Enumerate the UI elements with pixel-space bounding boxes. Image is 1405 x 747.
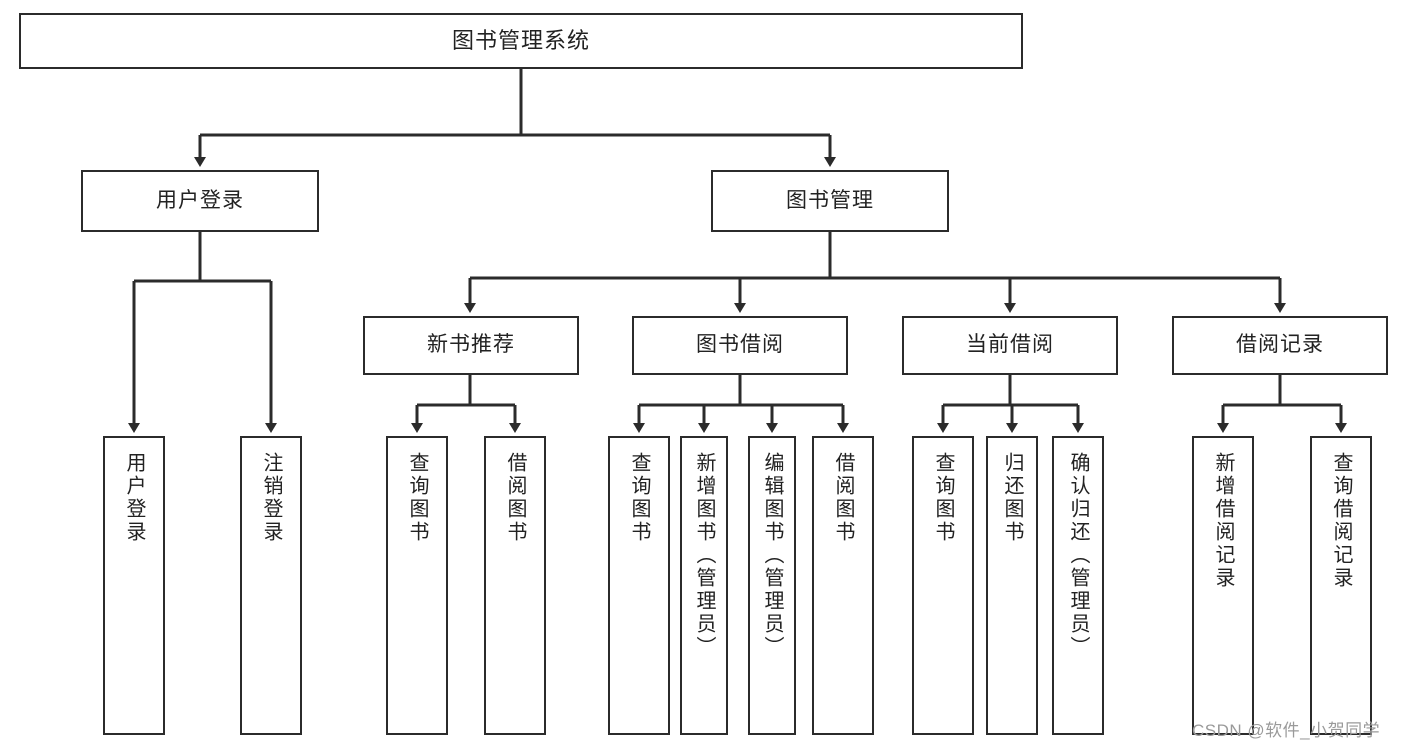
node-leaf-query-borrow-record-label: 查询借阅记录 bbox=[1330, 452, 1352, 590]
node-new-book-recommend-label: 新书推荐 bbox=[427, 333, 515, 357]
node-leaf-edit-book-label: 编辑图书（管理员） bbox=[761, 452, 783, 659]
node-leaf-query-book-current-label: 查询图书 bbox=[932, 452, 954, 544]
node-current-borrow[interactable]: 当前借阅 bbox=[902, 316, 1118, 375]
node-leaf-query-book-borrow[interactable]: 查询图书 bbox=[608, 436, 670, 735]
node-leaf-query-book-borrow-label: 查询图书 bbox=[628, 452, 650, 544]
node-book-management[interactable]: 图书管理 bbox=[711, 170, 949, 232]
node-book-management-label: 图书管理 bbox=[786, 188, 874, 212]
node-leaf-confirm-return[interactable]: 确认归还（管理员） bbox=[1052, 436, 1104, 735]
node-leaf-add-book[interactable]: 新增图书（管理员） bbox=[680, 436, 728, 735]
node-user-login[interactable]: 用户登录 bbox=[81, 170, 319, 232]
node-root[interactable]: 图书管理系统 bbox=[19, 13, 1023, 69]
node-borrow-record-label: 借阅记录 bbox=[1236, 333, 1324, 357]
node-leaf-borrow-book-recommend-label: 借阅图书 bbox=[504, 452, 526, 544]
node-leaf-query-borrow-record[interactable]: 查询借阅记录 bbox=[1310, 436, 1372, 735]
node-book-borrow-label: 图书借阅 bbox=[696, 333, 784, 357]
node-leaf-confirm-return-label: 确认归还（管理员） bbox=[1067, 452, 1089, 659]
node-leaf-query-book-recommend[interactable]: 查询图书 bbox=[386, 436, 448, 735]
node-leaf-add-borrow-record[interactable]: 新增借阅记录 bbox=[1192, 436, 1254, 735]
watermark: CSDN @软件_小贺同学 bbox=[1192, 721, 1381, 740]
node-leaf-edit-book[interactable]: 编辑图书（管理员） bbox=[748, 436, 796, 735]
node-leaf-add-borrow-record-label: 新增借阅记录 bbox=[1212, 452, 1234, 590]
node-leaf-borrow-book[interactable]: 借阅图书 bbox=[812, 436, 874, 735]
node-book-borrow[interactable]: 图书借阅 bbox=[632, 316, 848, 375]
node-leaf-user-login[interactable]: 用户登录 bbox=[103, 436, 165, 735]
node-new-book-recommend[interactable]: 新书推荐 bbox=[363, 316, 579, 375]
node-user-login-label: 用户登录 bbox=[156, 188, 244, 212]
node-leaf-query-book-current[interactable]: 查询图书 bbox=[912, 436, 974, 735]
node-leaf-return-book-label: 归还图书 bbox=[1001, 452, 1023, 544]
node-leaf-add-book-label: 新增图书（管理员） bbox=[693, 452, 715, 659]
node-leaf-query-book-recommend-label: 查询图书 bbox=[406, 452, 428, 544]
node-current-borrow-label: 当前借阅 bbox=[966, 333, 1054, 357]
node-leaf-borrow-book-recommend[interactable]: 借阅图书 bbox=[484, 436, 546, 735]
node-borrow-record[interactable]: 借阅记录 bbox=[1172, 316, 1388, 375]
node-leaf-user-login-label: 用户登录 bbox=[123, 452, 145, 544]
node-leaf-return-book[interactable]: 归还图书 bbox=[986, 436, 1038, 735]
node-leaf-logout[interactable]: 注销登录 bbox=[240, 436, 302, 735]
node-leaf-borrow-book-label: 借阅图书 bbox=[832, 452, 854, 544]
node-root-label: 图书管理系统 bbox=[451, 28, 590, 54]
node-leaf-logout-label: 注销登录 bbox=[260, 452, 282, 544]
